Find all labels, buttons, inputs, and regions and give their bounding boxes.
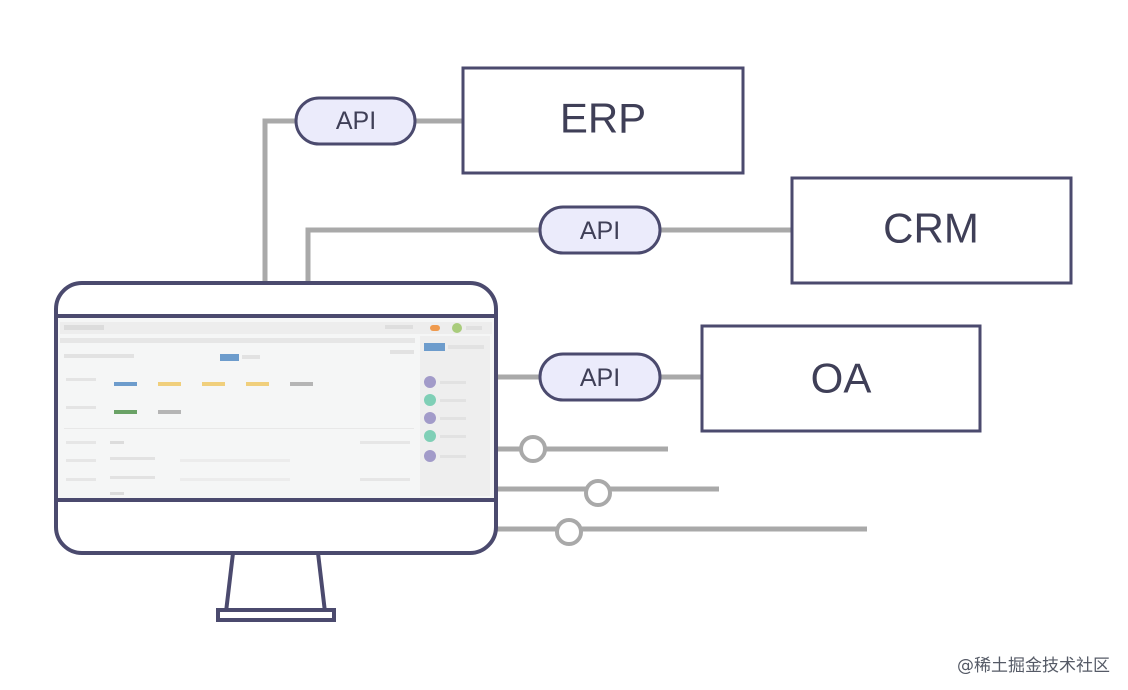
- monitor: [54, 281, 498, 622]
- oa-node: OA: [700, 324, 982, 433]
- monitor-neck: [223, 551, 328, 614]
- list-dot-3: [424, 412, 436, 424]
- crm-api-pill: API: [538, 205, 662, 255]
- list-dot-2: [424, 394, 436, 406]
- list-dot-4: [424, 430, 436, 442]
- crm-api-label: API: [580, 217, 620, 245]
- erp-node: ERP: [461, 66, 745, 175]
- monitor-base: [216, 608, 336, 622]
- user-avatar: [452, 323, 462, 333]
- wire-erp: [262, 118, 297, 282]
- wire-crm: [305, 227, 541, 282]
- erp-label: ERP: [560, 95, 646, 142]
- list-dot-5: [424, 450, 436, 462]
- watermark: @稀土掘金技术社区: [957, 656, 1110, 676]
- oa-label: OA: [811, 355, 872, 402]
- extension-nodes: [519, 435, 612, 546]
- erp-api-label: API: [336, 107, 376, 135]
- oa-api-label: API: [580, 364, 620, 392]
- list-dot-1: [424, 376, 436, 388]
- extension-node-3: [555, 518, 583, 546]
- oa-api-pill: API: [538, 352, 662, 402]
- erp-api-pill: API: [294, 96, 417, 146]
- crm-node: CRM: [790, 176, 1073, 285]
- extension-node-1: [519, 435, 547, 463]
- crm-label: CRM: [883, 205, 979, 252]
- header-badge-orange: [430, 325, 440, 331]
- monitor-screen: [58, 318, 494, 498]
- extension-node-2: [584, 479, 612, 507]
